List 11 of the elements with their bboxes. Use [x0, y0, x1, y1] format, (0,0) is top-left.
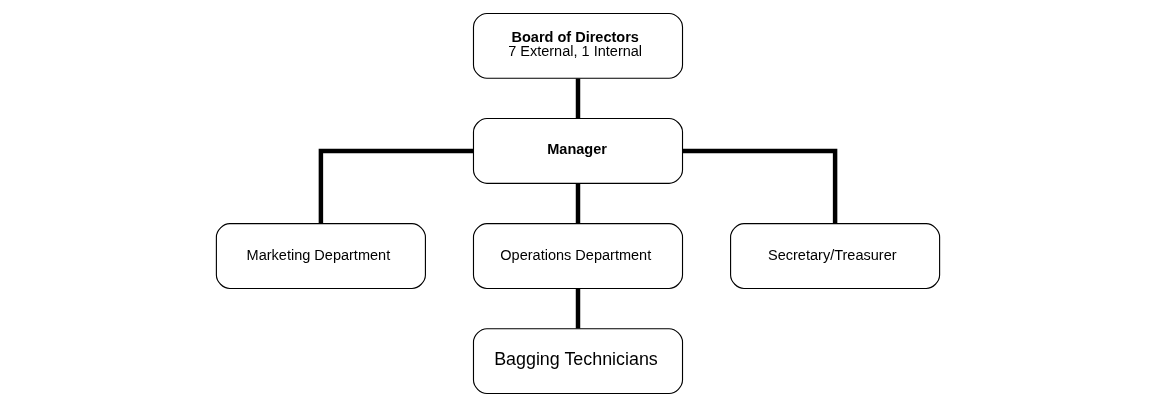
- connector: [318, 148, 474, 223]
- connector: [575, 288, 581, 328]
- connector: [575, 183, 581, 223]
- connector: [682, 148, 838, 223]
- node-box: Manager: [472, 117, 684, 184]
- connector: [575, 78, 581, 118]
- node-box: Operations Department: [472, 222, 684, 289]
- node-box: Secretary/Treasurer: [730, 222, 941, 289]
- node-box: Marketing Department: [215, 222, 426, 289]
- node-box: Bagging Technicians: [472, 327, 684, 394]
- node-box: Board of Directors 7 External, 1 Internal: [472, 12, 684, 79]
